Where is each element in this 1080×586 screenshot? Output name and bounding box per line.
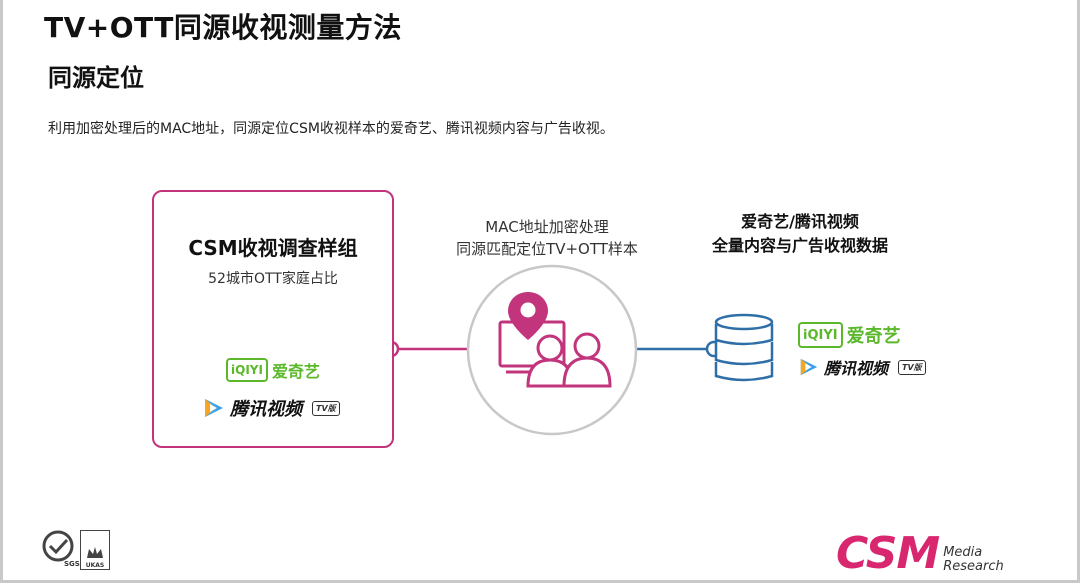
- right-iqiyi-logo: iQIYI 爱奇艺: [798, 322, 901, 348]
- csm-sample-box: CSM收视调查样组 52城市OTT家庭占比 iQIYI 爱奇艺 腾讯视频 TV版: [152, 190, 394, 448]
- right-iqiyi-mark: iQIYI: [798, 322, 843, 348]
- mac-process-line2: 同源匹配定位TV+OTT样本: [456, 240, 638, 258]
- iqiyi-mark: iQIYI: [226, 358, 268, 382]
- tencent-video-icon: [205, 399, 223, 417]
- right-tencent-video-name: 腾讯视频: [824, 359, 889, 378]
- tencent-video-name: 腾讯视频: [230, 399, 302, 420]
- csm-brand-media: Media: [943, 545, 983, 560]
- sgs-cert-mark: SGS: [40, 530, 80, 574]
- ukas-cert-text: UKAS: [85, 562, 105, 569]
- tencent-video-logo: 腾讯视频 TV版: [202, 395, 340, 421]
- tv-badge: TV版: [312, 400, 340, 416]
- matching-illustration: [466, 264, 638, 436]
- full-data-label: 爱奇艺/腾讯视频 全量内容与广告收视数据: [690, 210, 910, 258]
- csm-brand-subtext: Media Research: [943, 546, 1004, 574]
- right-iqiyi-name: 爱奇艺: [846, 326, 901, 347]
- right-tencent-video-logo: 腾讯视频 TV版: [798, 355, 926, 379]
- ukas-cert-box: UKAS: [80, 530, 110, 570]
- csm-brand-research: Research: [943, 559, 1004, 574]
- csm-brand-logo: CSM Media Research: [836, 532, 1004, 576]
- page-description: 利用加密处理后的MAC地址，同源定位CSM收视样本的爱奇艺、腾讯视频内容与广告收…: [48, 121, 614, 137]
- crown-icon: [87, 547, 103, 558]
- sample-box-title: CSM收视调查样组: [188, 236, 358, 260]
- full-data-line1: 爱奇艺/腾讯视频: [741, 212, 859, 231]
- sgs-cert-icon: [42, 530, 74, 562]
- right-tencent-video-icon: [800, 358, 818, 376]
- page-title: TV+OTT同源收视测量方法: [44, 11, 402, 44]
- sgs-cert-text: SGS: [64, 560, 80, 568]
- mac-process-line1: MAC地址加密处理: [485, 218, 609, 236]
- csm-brand-text: CSM: [836, 528, 940, 579]
- page-subtitle: 同源定位: [48, 64, 144, 92]
- iqiyi-name: 爱奇艺: [271, 362, 320, 381]
- full-data-line2: 全量内容与广告收视数据: [711, 236, 888, 255]
- right-tv-badge: TV版: [898, 359, 926, 375]
- location-pin-icon: [508, 292, 548, 340]
- sample-box-subtitle: 52城市OTT家庭占比: [208, 271, 338, 287]
- iqiyi-logo: iQIYI 爱奇艺: [226, 358, 320, 382]
- mac-process-label: MAC地址加密处理 同源匹配定位TV+OTT样本: [430, 216, 664, 260]
- ukas-cert-mark: UKAS: [80, 530, 110, 570]
- people-icon: [526, 332, 612, 388]
- database-icon: [714, 313, 774, 382]
